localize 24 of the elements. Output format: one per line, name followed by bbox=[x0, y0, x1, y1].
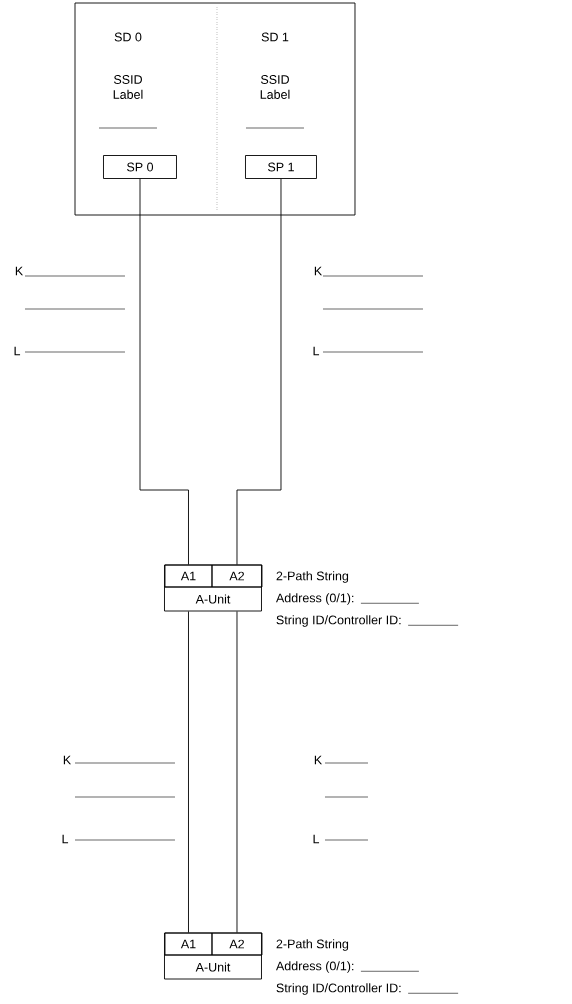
cable-label: L bbox=[313, 834, 320, 844]
port-cell: A1 bbox=[164, 564, 213, 588]
port-cell: A1 bbox=[164, 932, 213, 956]
note-text: String ID/Controller ID: bbox=[276, 983, 401, 995]
port-cell: A2 bbox=[211, 564, 263, 588]
note-text: 2-Path String bbox=[276, 939, 349, 951]
connector-line bbox=[188, 611, 189, 933]
cable-label: K bbox=[15, 266, 24, 276]
port-cell: A2 bbox=[211, 932, 263, 956]
note-text: Address (0/1): bbox=[276, 593, 354, 605]
connector-line bbox=[139, 178, 189, 565]
port-box: SP 0 bbox=[103, 155, 177, 179]
note-text: String ID/Controller ID: bbox=[276, 615, 401, 627]
cable-label: K bbox=[314, 755, 323, 765]
cable-label: L bbox=[62, 834, 69, 844]
cable-label: L bbox=[313, 346, 320, 356]
cable-label: L bbox=[14, 346, 21, 356]
note-text: 2-Path String bbox=[276, 571, 349, 583]
note-text: Address (0/1): bbox=[276, 961, 354, 973]
connector-line bbox=[236, 611, 238, 933]
port-box: SP 1 bbox=[245, 155, 317, 179]
cable-label: K bbox=[314, 266, 323, 276]
connector-line bbox=[236, 178, 282, 565]
cable-label: K bbox=[63, 755, 72, 765]
